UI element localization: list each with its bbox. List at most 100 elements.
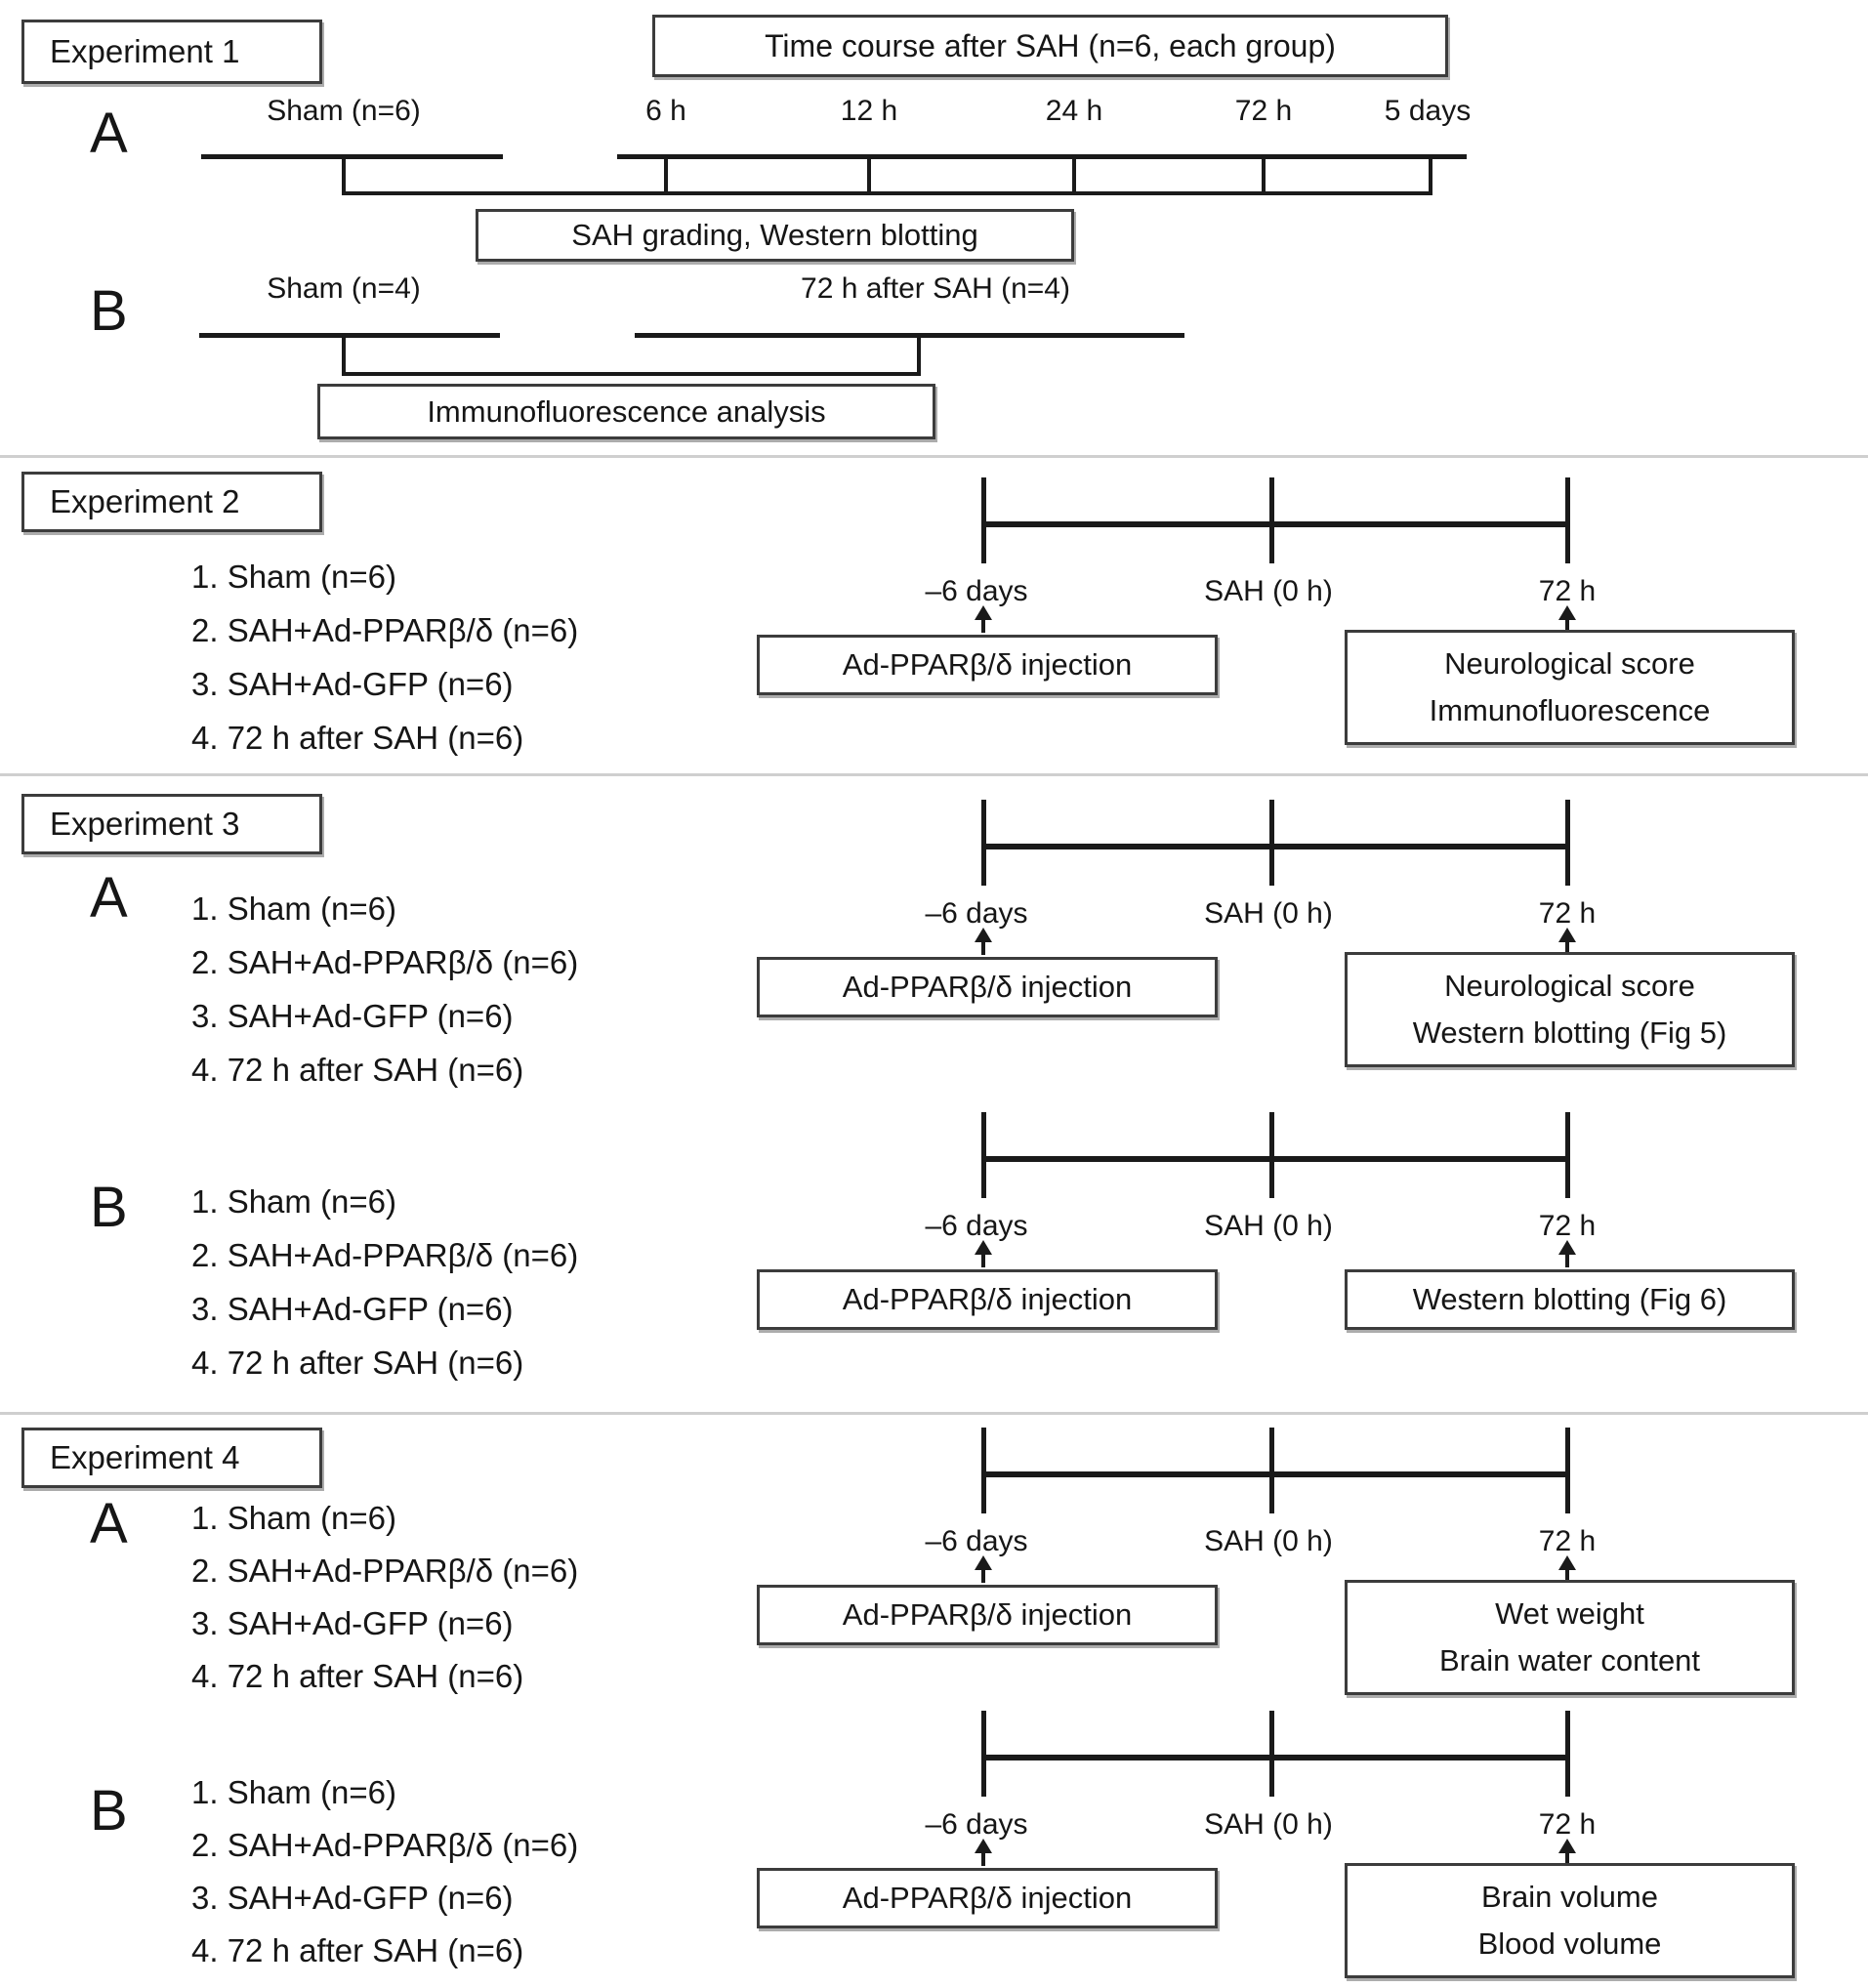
- exp3b-result-line-1: Western blotting (Fig 6): [1412, 1282, 1727, 1316]
- exp4b-tick-label-sah0h: SAH (0 h): [1204, 1808, 1333, 1841]
- exp4b-result-box: Brain volume Blood volume: [1345, 1863, 1795, 1978]
- exp2-group-3: 3. SAH+Ad-GFP (n=6): [191, 666, 514, 702]
- exp2-group-1: 1. Sham (n=6): [191, 559, 397, 595]
- exp4b-injection-box: Ad-PPARβ/δ injection: [757, 1868, 1218, 1928]
- exp2-tick-sah0h: [1269, 477, 1274, 563]
- exp4a-result-arrow-stem: [1565, 1569, 1569, 1583]
- exp4-section-b-letter: B: [90, 1779, 128, 1843]
- exp1a-sham-label: Sham (n=6): [267, 95, 421, 127]
- exp1b-sah-label: 72 h after SAH (n=4): [801, 272, 1070, 305]
- exp3a-result-arrow-stem: [1565, 941, 1569, 955]
- exp2-tick-label-72h: 72 h: [1538, 575, 1597, 607]
- experiment4-title: Experiment 4: [50, 1439, 240, 1475]
- exp4a-group-4: 4. 72 h after SAH (n=6): [191, 1658, 524, 1694]
- exp4a-tick-label-sah0h: SAH (0 h): [1204, 1525, 1333, 1557]
- exp3-section-a-letter: A: [90, 866, 128, 930]
- exp3b-timeline: [983, 1156, 1567, 1162]
- exp4a-tick-72h: [1565, 1428, 1570, 1513]
- exp1b-analysis-box: Immunofluorescence analysis: [317, 384, 935, 439]
- exp4b-group-4: 4. 72 h after SAH (n=6): [191, 1932, 524, 1968]
- experiment1-title: Experiment 1: [50, 33, 240, 69]
- experiment4-title-box: Experiment 4: [21, 1428, 322, 1488]
- exp3b-result-box: Western blotting (Fig 6): [1345, 1269, 1795, 1330]
- exp3b-injection-label: Ad-PPARβ/δ injection: [842, 1282, 1133, 1316]
- exp3a-group-1: 1. Sham (n=6): [191, 890, 397, 927]
- exp2-result-arrow-stem: [1565, 619, 1569, 633]
- exp1a-timeline: [617, 154, 1467, 159]
- exp2-tick-label-minus6days: –6 days: [925, 575, 1028, 607]
- exp1a-analysis-label: SAH grading, Western blotting: [571, 218, 978, 252]
- experiment2-title: Experiment 2: [50, 483, 240, 519]
- experiment2-title-box: Experiment 2: [21, 472, 322, 532]
- exp3b-result-arrow-stem: [1565, 1254, 1569, 1267]
- exp1a-tick-label-5days: 5 days: [1384, 95, 1472, 127]
- exp4a-result-arrow-icon: [1558, 1555, 1576, 1570]
- exp4a-injection-arrow-icon: [975, 1555, 992, 1570]
- exp2-injection-arrow-stem: [981, 619, 985, 633]
- exp3b-group-3: 3. SAH+Ad-GFP (n=6): [191, 1291, 514, 1327]
- exp3a-injection-arrow-icon: [975, 928, 992, 942]
- exp3b-injection-box: Ad-PPARβ/δ injection: [757, 1269, 1218, 1330]
- exp4b-result-arrow-icon: [1558, 1839, 1576, 1853]
- exp1a-tick-label-12h: 12 h: [840, 95, 898, 127]
- exp4a-result-box: Wet weight Brain water content: [1345, 1580, 1795, 1695]
- exp4b-group-2: 2. SAH+Ad-PPARβ/δ (n=6): [191, 1827, 579, 1863]
- exp1a-bracket-right: [1429, 158, 1432, 193]
- experiment1-title-box: Experiment 1: [21, 20, 322, 84]
- exp3a-result-line-2: Western blotting (Fig 5): [1412, 1015, 1727, 1050]
- exp4a-result-line-1: Wet weight: [1495, 1595, 1644, 1631]
- exp3a-result-arrow-icon: [1558, 928, 1576, 942]
- exp2-group-4: 4. 72 h after SAH (n=6): [191, 720, 524, 756]
- exp3b-tick-label-72h: 72 h: [1538, 1210, 1597, 1242]
- exp3a-timeline: [983, 844, 1567, 849]
- exp4b-group-1: 1. Sham (n=6): [191, 1774, 397, 1810]
- exp3-section-b-letter: B: [90, 1176, 128, 1239]
- exp3a-tick-label-72h: 72 h: [1538, 897, 1597, 930]
- exp4a-injection-label: Ad-PPARβ/δ injection: [842, 1597, 1133, 1632]
- exp3a-tick-sah0h: [1269, 800, 1274, 886]
- exp3b-tick-minus6days: [981, 1112, 986, 1198]
- exp3a-group-4: 4. 72 h after SAH (n=6): [191, 1052, 524, 1088]
- exp2-group-2: 2. SAH+Ad-PPARβ/δ (n=6): [191, 612, 579, 648]
- exp1b-sah-line: [635, 333, 1184, 338]
- exp3b-injection-arrow-stem: [981, 1254, 985, 1267]
- exp4a-timeline: [983, 1471, 1567, 1477]
- experiment3-title-box: Experiment 3: [21, 794, 322, 854]
- exp3b-group-1: 1. Sham (n=6): [191, 1183, 397, 1220]
- exp4a-result-line-2: Brain water content: [1438, 1643, 1701, 1677]
- exp1-timecourse-label: Time course after SAH (n=6, each group): [765, 27, 1336, 63]
- exp3b-injection-arrow-icon: [975, 1240, 992, 1255]
- exp1a-analysis-box: SAH grading, Western blotting: [476, 209, 1074, 262]
- exp4b-result-arrow-stem: [1565, 1852, 1569, 1866]
- exp1a-collector-line: [342, 191, 1432, 195]
- exp4b-tick-sah0h: [1269, 1711, 1274, 1797]
- exp2-injection-arrow-icon: [975, 605, 992, 620]
- exp4a-tick-sah0h: [1269, 1428, 1274, 1513]
- exp2-result-box: Neurological score Immunofluorescence: [1345, 630, 1795, 745]
- section-separator: [0, 1412, 1868, 1415]
- exp3a-injection-label: Ad-PPARβ/δ injection: [842, 970, 1133, 1004]
- exp4b-result-line-2: Blood volume: [1477, 1926, 1662, 1961]
- exp3b-tick-label-sah0h: SAH (0 h): [1204, 1210, 1333, 1242]
- exp1a-tick-label-6h: 6 h: [645, 95, 686, 127]
- exp1a-tick-6h: [664, 158, 668, 193]
- exp4a-tick-minus6days: [981, 1428, 986, 1513]
- exp4b-injection-label: Ad-PPARβ/δ injection: [842, 1881, 1133, 1915]
- exp4a-tick-label-minus6days: –6 days: [925, 1525, 1028, 1557]
- exp3a-injection-arrow-stem: [981, 941, 985, 955]
- exp2-result-arrow-icon: [1558, 605, 1576, 620]
- exp3a-result-box: Neurological score Western blotting (Fig…: [1345, 952, 1795, 1067]
- exp4-section-a-letter: A: [90, 1492, 128, 1555]
- exp3a-group-3: 3. SAH+Ad-GFP (n=6): [191, 998, 514, 1034]
- exp1-section-a-letter: A: [90, 102, 128, 165]
- exp3b-tick-label-minus6days: –6 days: [925, 1210, 1028, 1242]
- section-separator: [0, 773, 1868, 776]
- exp4a-group-2: 2. SAH+Ad-PPARβ/δ (n=6): [191, 1553, 579, 1589]
- exp4a-group-1: 1. Sham (n=6): [191, 1500, 397, 1536]
- exp3b-result-arrow-icon: [1558, 1240, 1576, 1255]
- exp4b-injection-arrow-stem: [981, 1852, 985, 1866]
- exp3a-tick-label-minus6days: –6 days: [925, 897, 1028, 930]
- exp4b-timeline: [983, 1755, 1567, 1760]
- exp1a-tick-12h: [867, 158, 871, 193]
